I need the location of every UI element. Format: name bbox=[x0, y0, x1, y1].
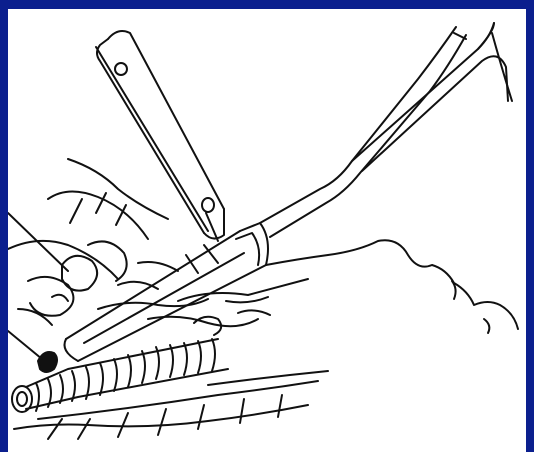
handle-with-wire bbox=[96, 31, 224, 241]
long-forceps bbox=[260, 23, 512, 237]
tissue-layers bbox=[8, 159, 308, 335]
clamp-marker bbox=[8, 213, 68, 372]
surgical-instrument-illustration bbox=[8, 9, 526, 452]
trocar-sheath bbox=[65, 223, 269, 361]
ribbed-tube bbox=[12, 339, 228, 412]
